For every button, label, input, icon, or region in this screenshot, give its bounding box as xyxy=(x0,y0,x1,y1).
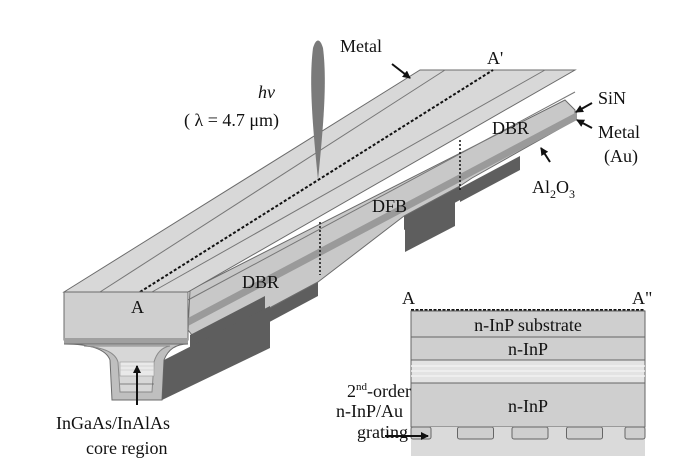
al2o3-label: Al2O3 xyxy=(532,177,575,201)
cs-left-label: A xyxy=(402,288,415,308)
side-metal-dark-dbr-front xyxy=(262,282,318,326)
centerline-a-aprime xyxy=(139,69,494,293)
grating-teeth xyxy=(410,426,646,440)
core-label-1: InGaAs/InAlAs xyxy=(56,413,170,433)
side-upper-line xyxy=(187,91,576,301)
cs-layer-substrate xyxy=(410,310,646,338)
grating-tooth xyxy=(410,426,432,440)
cs-layer-label-ninp-upper: n-InP xyxy=(508,339,548,359)
metal-top-label: Metal xyxy=(340,36,382,56)
grating-tooth xyxy=(624,426,646,440)
cs-layer-label-substrate: n-InP substrate xyxy=(474,315,582,335)
hv-label: hν xyxy=(258,82,275,102)
cross-section: A A" n-InP substrate n-InP n-InP 2nd-ord… xyxy=(336,288,652,456)
grating-tooth xyxy=(511,426,549,440)
front-face xyxy=(63,291,189,341)
labels-3d: hν ( λ = 4.7 μm) Metal A' SiN Metal (Au)… xyxy=(56,36,640,458)
grating-tooth xyxy=(457,426,494,440)
metal-au-label-2: (Au) xyxy=(604,146,638,167)
side-dark-dfb xyxy=(405,199,455,252)
waveguide-3d xyxy=(62,40,577,401)
grating-label-1: 2nd-order xyxy=(347,381,411,401)
dfb-label: DFB xyxy=(372,196,407,216)
sin-arrow xyxy=(575,102,593,113)
emission-beam xyxy=(311,40,325,180)
grating-label-2: n-InP/Au xyxy=(336,401,403,421)
top-line-2 xyxy=(151,69,546,293)
sin-label: SiN xyxy=(598,88,626,108)
a-front-label: A xyxy=(131,297,144,317)
metal-top-arrow xyxy=(391,63,411,79)
ridge-side-dark xyxy=(162,306,270,400)
cs-right-label: A" xyxy=(632,288,652,308)
cs-layer-label-ninp-lower: n-InP xyxy=(508,396,548,416)
metal-au-arrow xyxy=(576,119,593,129)
grating-label-3: grating xyxy=(357,422,408,442)
dbr-front-label: DBR xyxy=(242,272,279,292)
side-dark-back xyxy=(460,156,520,202)
a-prime-label: A' xyxy=(487,48,503,68)
wavelength-label: ( λ = 4.7 μm) xyxy=(184,110,279,131)
top-line-1 xyxy=(99,69,446,293)
metal-au-label-1: Metal xyxy=(598,122,640,142)
dbr-back-label: DBR xyxy=(492,118,529,138)
core-label-2: core region xyxy=(86,438,167,458)
front-layer-stripe xyxy=(64,338,188,344)
grating-tooth xyxy=(566,426,603,440)
al2o3-arrow xyxy=(540,147,551,163)
cs-layer-ninp-lower xyxy=(410,382,646,428)
side-layer-stripe xyxy=(188,112,577,326)
